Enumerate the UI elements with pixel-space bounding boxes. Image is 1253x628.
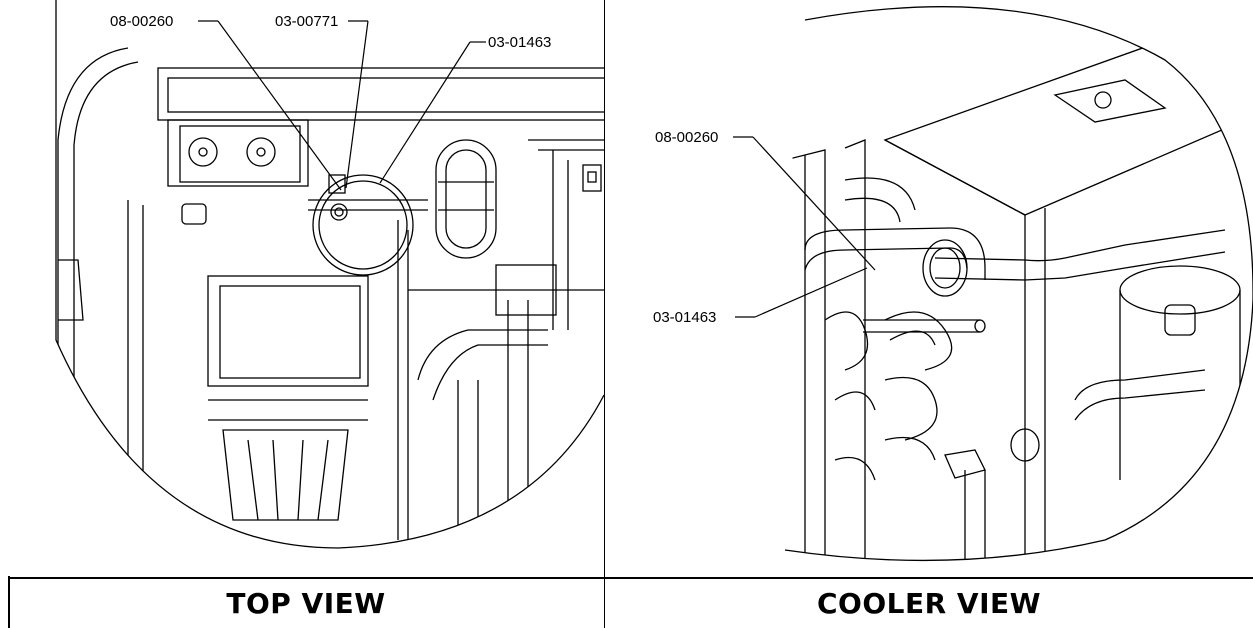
top-view-panel: 08-00260 03-00771 03-01463 [8,0,604,576]
top-view-drawing: 08-00260 03-00771 03-01463 [55,0,604,549]
top-view-callout-1: 08-00260 [110,13,173,30]
cooler-view-drawing: 08-00260 03-01463 [653,6,1253,562]
cooler-view-callout-2: 03-01463 [653,309,716,326]
caption-row: TOP VIEW COOLER VIEW [0,578,1253,628]
caption-separator [8,577,1253,579]
cooler-view-panel: 08-00260 03-01463 [605,0,1253,576]
center-divider [604,0,605,628]
top-view-caption: TOP VIEW [226,586,386,620]
cooler-view-callout-1: 08-00260 [655,129,718,146]
top-view-callout-2: 03-00771 [275,13,338,30]
cooler-view-caption: COOLER VIEW [816,586,1042,620]
top-view-callout-3: 03-01463 [488,34,551,51]
